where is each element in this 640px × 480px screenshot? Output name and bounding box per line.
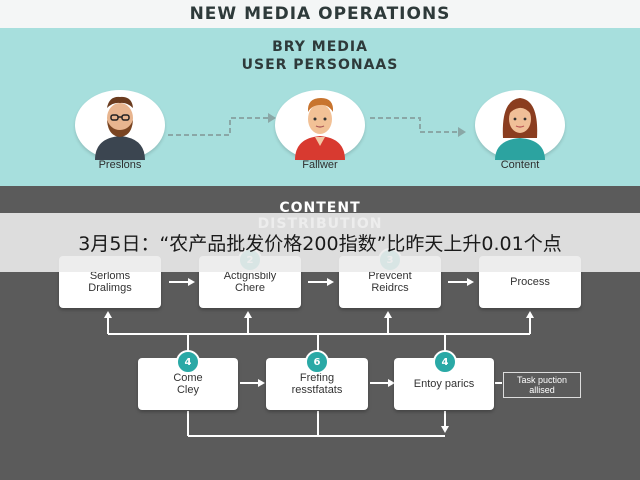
persona-label-preslons: Preslons: [98, 159, 142, 171]
persona-title: BRY MEDIA USER PERSONAAS: [241, 39, 399, 73]
overlay-banner: 3月5日：“农产品批发价格200指数”比昨天上升0.01个点: [0, 213, 640, 272]
avatar-preslons: [75, 90, 165, 160]
man-red-shirt-avatar-icon: [295, 98, 345, 160]
bearded-man-avatar-icon: [95, 96, 145, 160]
overlay-text: 3月5日：“农产品批发价格200指数”比昨天上升0.01个点: [78, 233, 562, 255]
persona-label-fallwer: Fallwer: [302, 159, 338, 171]
avatar-content: [475, 90, 565, 160]
main-title: NEW MEDIA OPERATIONS: [189, 4, 451, 24]
step-badge-4a: 4: [176, 350, 200, 374]
note-box: Task puction allised: [503, 372, 581, 398]
step-badge-6: 6: [305, 350, 329, 374]
step-badge-4b: 4: [433, 350, 457, 374]
woman-avatar-icon: [495, 98, 545, 160]
avatar-fallwer: [275, 90, 365, 160]
header-band: NEW MEDIA OPERATIONS: [0, 0, 640, 28]
persona-label-content: Content: [500, 159, 540, 171]
persona-connectors: [168, 113, 466, 137]
